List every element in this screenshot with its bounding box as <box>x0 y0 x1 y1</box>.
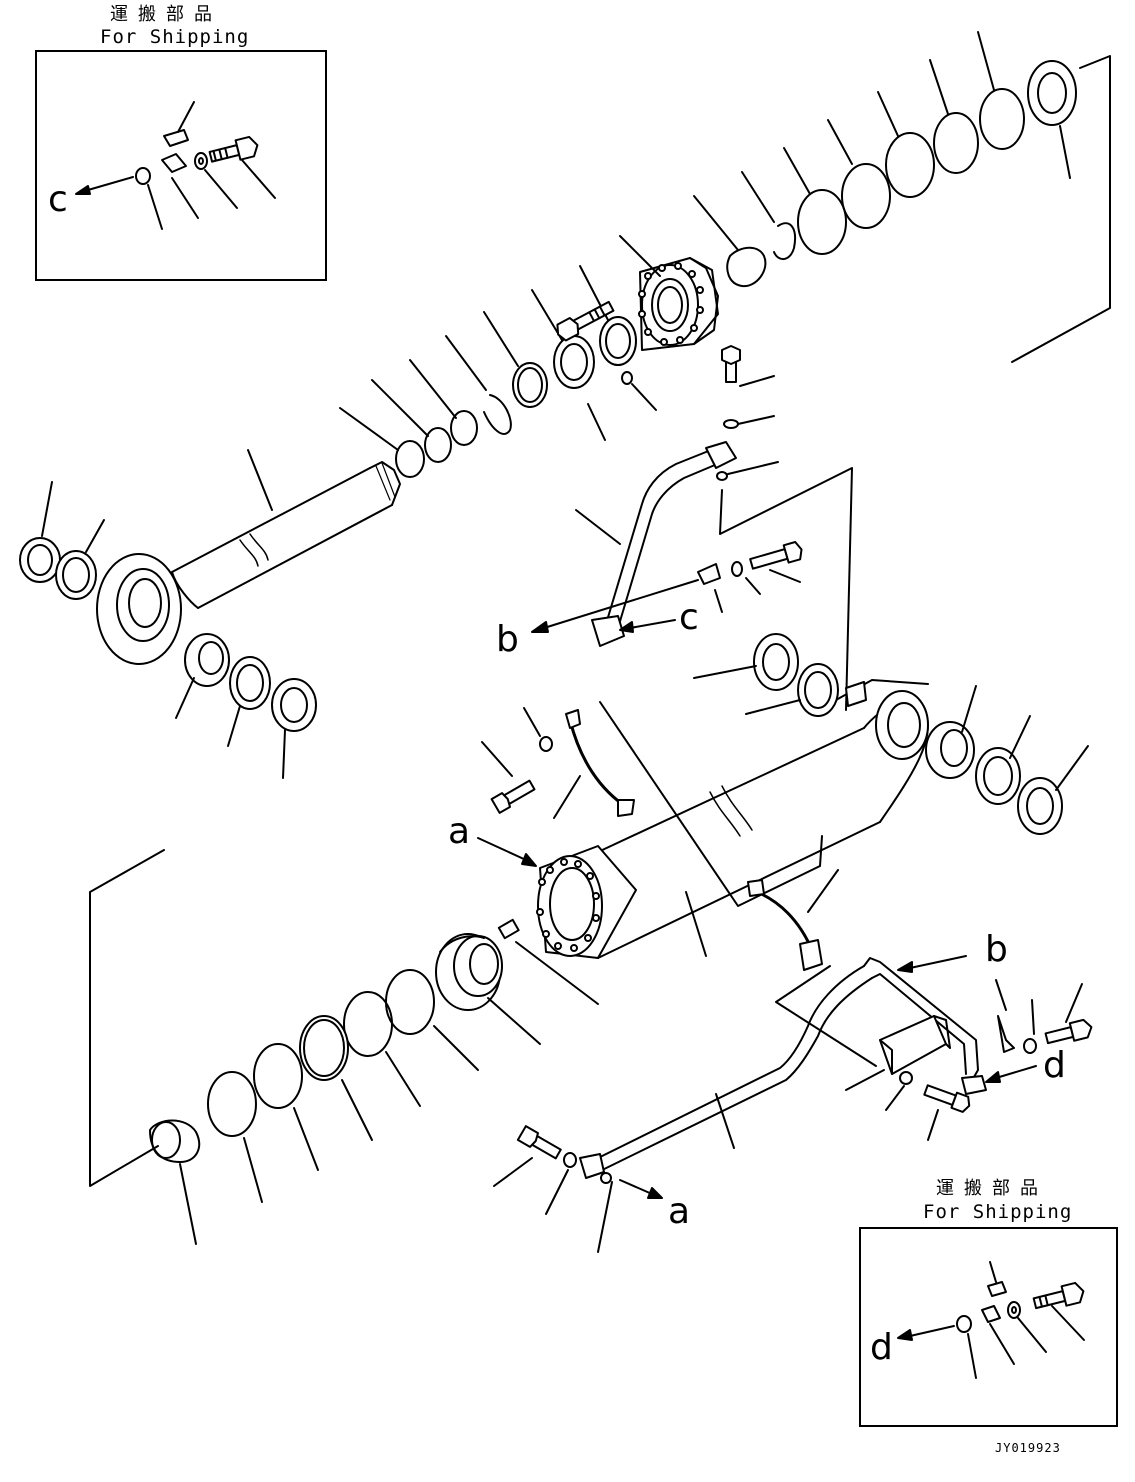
head-seals <box>693 31 1111 363</box>
ref-label-c-box: c <box>48 179 68 220</box>
ref-label-a-head: a <box>448 811 471 852</box>
drawing-code: JY019923 <box>995 1441 1061 1455</box>
shipping-title-jp-top: 運搬部品 <box>110 4 222 25</box>
shipping-title-en-bottom: For Shipping <box>923 1201 1073 1223</box>
shipping-title-en-top: For Shipping <box>100 26 250 48</box>
head-bolt <box>556 300 657 441</box>
shipping-box-top <box>35 50 327 281</box>
upper-pipe <box>531 345 853 711</box>
cylinder-head <box>619 235 719 351</box>
rod-seals <box>339 265 637 478</box>
lower-pipe <box>493 957 987 1253</box>
ref-label-c-main: c <box>679 597 699 638</box>
lower-band <box>747 869 877 1067</box>
ref-label-b-main: b <box>496 619 519 660</box>
lower-bracket <box>845 955 1093 1141</box>
bottom-box-parts <box>897 1261 1085 1379</box>
shipping-box-bottom <box>859 1227 1118 1427</box>
cylinder-tube <box>536 633 1089 959</box>
rod-assembly <box>19 449 401 779</box>
ref-label-d-main: d <box>1043 1045 1066 1086</box>
ref-label-a-pipe: a <box>668 1191 691 1232</box>
shipping-title-jp-bottom: 運搬部品 <box>936 1178 1048 1199</box>
piston-set <box>89 849 599 1245</box>
ref-label-b-right: b <box>985 929 1008 970</box>
upper-band <box>477 701 823 907</box>
top-box-parts <box>75 101 276 230</box>
ref-label-d-box: d <box>870 1327 893 1368</box>
